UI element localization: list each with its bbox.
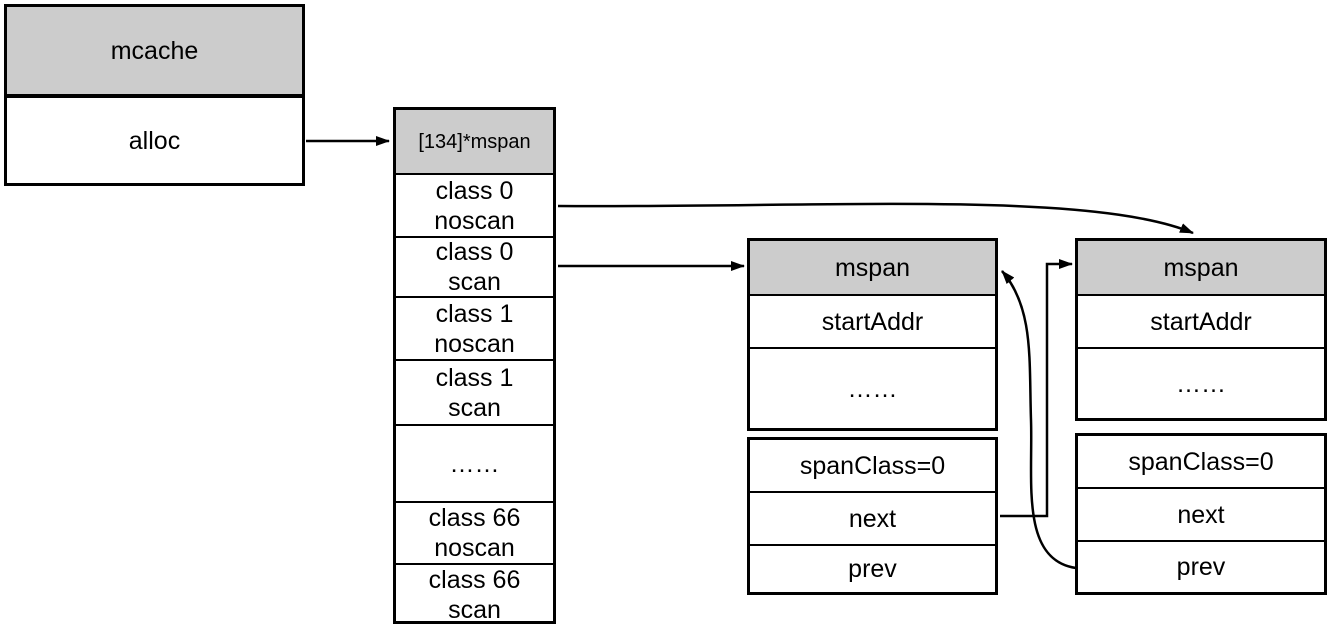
span-array-row-class0-noscan: class 0 noscan — [396, 173, 553, 236]
arrow-class0-noscan-to-mspan2 — [557, 202, 1194, 235]
mspan-2-row-next: next — [1078, 487, 1324, 540]
mcache-title: mcache — [7, 7, 302, 96]
mspan-1-row-ellipsis: …… — [750, 347, 995, 428]
mspan-2-box-top: mspan startAddr …… — [1075, 238, 1327, 421]
arrow-mspan2-prev-to-mspan1 — [1001, 270, 1077, 570]
mspan-2-row-startaddr: startAddr — [1078, 294, 1324, 347]
mcache-field-alloc: alloc — [7, 96, 302, 183]
mspan-1-row-prev: prev — [750, 544, 995, 592]
mspan-1-row-startaddr: startAddr — [750, 294, 995, 347]
mspan-1-title: mspan — [750, 241, 995, 294]
mspan-2-row-ellipsis: …… — [1078, 347, 1324, 418]
mspan-1-box-top: mspan startAddr …… — [747, 238, 998, 431]
arrow-mspan1-next-to-mspan2 — [1000, 259, 1073, 518]
mspan-1-row-spanclass: spanClass=0 — [799, 451, 946, 480]
span-array-row-class1-noscan: class 1 noscan — [396, 296, 553, 359]
mspan-2-row-prev: prev — [1078, 540, 1324, 592]
mspan-1-box-bottom: spanClass=0 next prev — [747, 437, 998, 595]
span-array-row-ellipsis: …… — [396, 424, 553, 501]
span-array-table: [134]*mspan class 0 noscan class 0 scan … — [393, 107, 556, 624]
mspan-2-row-spanclass: spanClass=0 — [1128, 447, 1274, 476]
mspan-2-box-bottom: spanClass=0 next prev — [1075, 433, 1327, 595]
span-array-row-class1-scan: class 1 scan — [396, 359, 553, 424]
mspan-1-row-next: next — [750, 491, 995, 544]
span-array-title: [134]*mspan — [396, 110, 553, 173]
mspan-2-title: mspan — [1078, 241, 1324, 294]
span-array-row-class66-noscan: class 66 noscan — [396, 501, 553, 563]
span-array-row-class0-scan: class 0 scan — [396, 236, 553, 296]
span-array-row-class66-scan: class 66 scan — [396, 563, 553, 625]
mcache-box: mcache alloc — [4, 4, 305, 186]
